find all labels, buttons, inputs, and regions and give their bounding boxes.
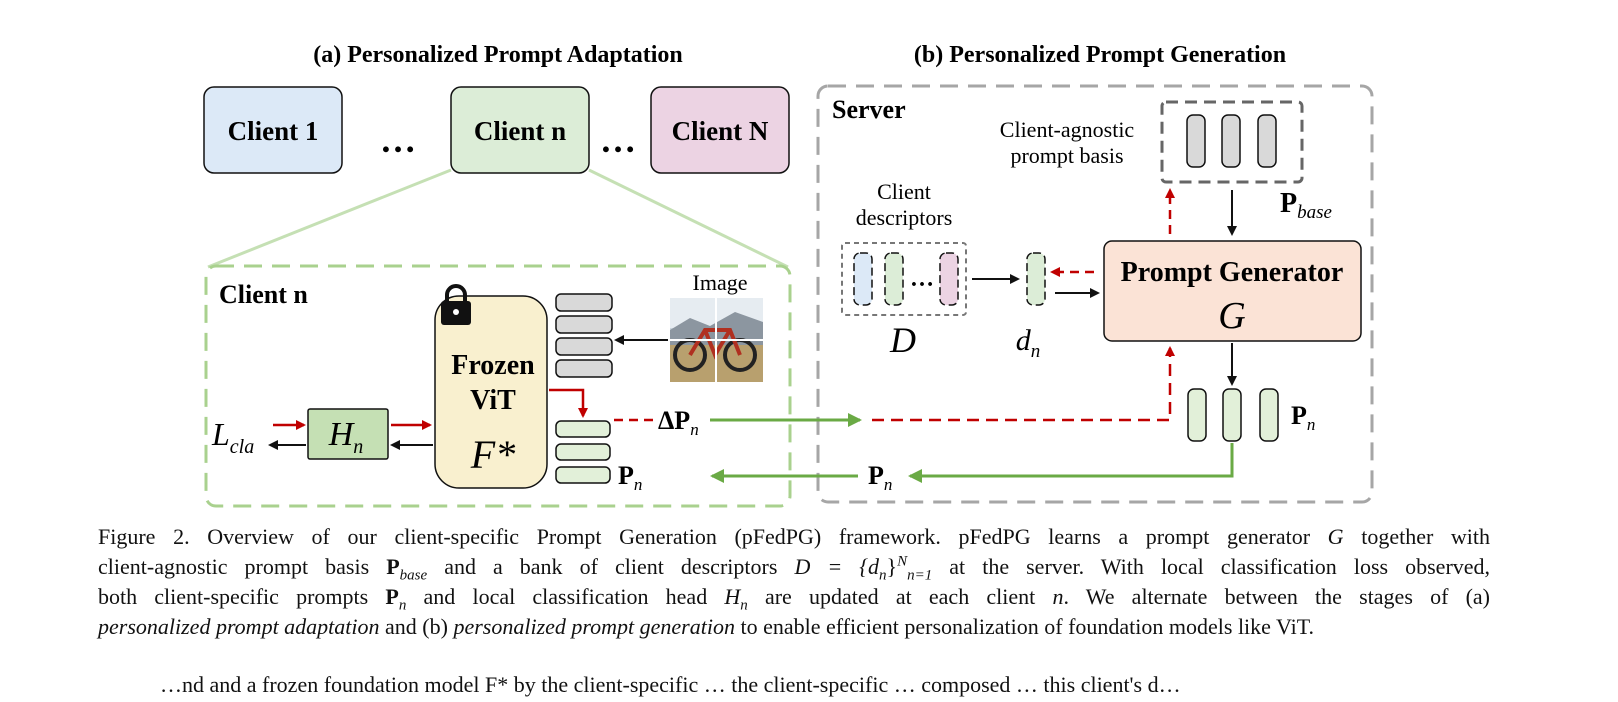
generated-prompt-tokens xyxy=(1187,388,1279,442)
zoom-line-left xyxy=(207,168,452,269)
server-label: Server xyxy=(832,95,906,124)
head-symbol: Hn xyxy=(328,416,364,458)
image-label: Image xyxy=(693,270,748,295)
caption-line-4: personalized prompt adaptation and (b) p… xyxy=(98,614,1315,639)
basis-tokens xyxy=(1186,114,1277,168)
figure-caption: Figure 2. Overview of our client-specifi… xyxy=(98,522,1490,642)
lock-icon xyxy=(441,284,471,325)
caption-line-1: Figure 2. Overview of our client-specifi… xyxy=(98,524,1491,549)
ellipsis-right: … xyxy=(600,120,636,160)
client-N-label: Client N xyxy=(672,116,769,146)
basis-label-2: prompt basis xyxy=(1010,143,1123,168)
caption-line-2: client-agnostic prompt basis Pbase and a… xyxy=(98,553,1491,584)
descriptors-label-1: Client xyxy=(877,179,931,204)
pn-label-downlink: Pn xyxy=(868,461,892,494)
head-block xyxy=(307,408,389,460)
frozen-vit-block xyxy=(434,295,548,489)
pn-label-server: Pn xyxy=(1291,401,1315,434)
prompt-tokens xyxy=(555,420,611,484)
prompt-basis-box xyxy=(1160,100,1304,184)
ellipsis-left: … xyxy=(380,120,416,160)
p-base-label: Pbase xyxy=(1280,188,1332,223)
d-symbol: D xyxy=(889,320,916,360)
client-n-box xyxy=(450,86,590,174)
delta-to-generator-red-arrow xyxy=(872,346,1175,422)
server-box xyxy=(816,84,1374,504)
caption-line-3: both client-specific prompts Pn and loca… xyxy=(98,584,1490,614)
panel-a-title: (a) Personalized Prompt Adaptation xyxy=(313,42,683,68)
vit-to-prompt-red-arrow xyxy=(549,388,588,418)
descriptor-tokens: … xyxy=(853,252,959,306)
panel-b-title: (b) Personalized Prompt Generation xyxy=(914,42,1286,68)
zoom-line-right xyxy=(588,168,789,269)
descriptors-label-2: descriptors xyxy=(856,205,953,230)
svg-text:…: … xyxy=(910,266,934,292)
basis-label-1: Client-agnostic xyxy=(1000,117,1135,142)
cut-off-body-text: …nd and a frozen foundation model F* by … xyxy=(160,672,1181,697)
prompt-generator-block xyxy=(1103,240,1362,342)
bicycle-image xyxy=(670,298,763,382)
client-1-box xyxy=(203,86,343,174)
descriptors-box xyxy=(841,242,967,316)
client-1-label: Client 1 xyxy=(228,116,319,146)
pn-download-green-arrow-right xyxy=(908,443,1234,483)
delta-pn-label: ΔPn xyxy=(658,406,699,439)
generator-symbol: G xyxy=(1218,295,1245,337)
image-tokens xyxy=(555,293,613,378)
figure-diagram: (a) Personalized Prompt Adaptation (b) P… xyxy=(203,42,1374,508)
vit-label: ViT xyxy=(470,385,516,416)
frozen-symbol: F* xyxy=(470,432,515,477)
pn-label-left: Pn xyxy=(618,461,642,494)
client-n-label: Client n xyxy=(474,116,566,146)
frozen-label: Frozen xyxy=(451,350,535,381)
dn-token xyxy=(1026,252,1046,306)
client-detail-box xyxy=(204,264,792,508)
client-detail-label: Client n xyxy=(219,280,308,309)
client-N-box xyxy=(650,86,790,174)
loss-symbol: Lcla xyxy=(211,416,254,458)
dn-symbol: dn xyxy=(1016,324,1041,362)
generator-label: Prompt Generator xyxy=(1121,257,1344,288)
